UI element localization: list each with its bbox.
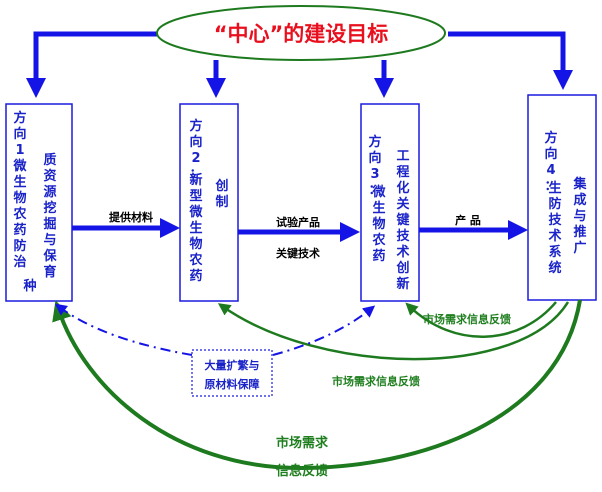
arrow-1-to-2-label: 提供材料 xyxy=(109,210,153,224)
flow-arrows: 提供材料 试验产品 关键技术 产 品 xyxy=(72,210,528,260)
support-box xyxy=(191,349,273,397)
support-label-line1: 大量扩繁与 xyxy=(205,358,260,372)
direction-1-col-a: 微生物农药防治 xyxy=(12,158,27,270)
feedback-4-to-1 xyxy=(52,299,582,471)
direction-2-col-b: 创制 xyxy=(214,178,228,210)
direction-4-col-a: 生防技术系统 xyxy=(547,180,562,276)
feedback-4-to-3-label: 市场需求信息反馈 xyxy=(423,312,511,326)
top-connectors xyxy=(26,31,573,98)
arrow-2-to-3-label-top: 试验产品 xyxy=(276,215,320,229)
direction-box-3-frame xyxy=(360,103,420,302)
center-goal: “中心”的建设目标 xyxy=(156,5,446,61)
feedback-4-to-2 xyxy=(217,301,570,361)
direction-3-col-a: 微生物农药 xyxy=(371,184,386,264)
feedback-4-to-3 xyxy=(405,301,557,338)
arrow-3-to-4-label: 产 品 xyxy=(455,213,481,227)
direction-1-tail: 种 xyxy=(22,278,36,294)
support-path: 大量扩繁与 原材料保障 xyxy=(54,303,376,397)
direction-box-4-frame xyxy=(527,94,597,301)
direction-box-1-frame xyxy=(5,103,73,302)
arrow-2-to-3-label-bottom: 关键技术 xyxy=(276,246,320,260)
direction-box-2-frame xyxy=(179,103,239,302)
center-ellipse xyxy=(156,5,446,61)
feedback-curves: 市场需求信息反馈 市场需求信息反馈 市场需求 信息反馈 xyxy=(52,299,582,479)
direction-1-col-b: 质资源挖掘与保育 xyxy=(42,152,57,280)
support-label-line2: 原材料保障 xyxy=(205,377,260,391)
connector-to-direction-1 xyxy=(26,31,158,98)
feedback-4-to-1-label-line1: 市场需求 xyxy=(276,435,329,451)
connector-to-direction-4 xyxy=(448,31,573,90)
direction-4-col-b: 集成与推广 xyxy=(572,176,587,256)
feedback-4-to-1-label-line2: 信息反馈 xyxy=(276,463,328,479)
direction-3-col-b: 工程化关键技术创新 xyxy=(395,149,410,292)
direction-2-col-a: 新型微生物农药 xyxy=(188,172,203,284)
center-title: “中心”的建设目标 xyxy=(214,22,389,46)
feedback-4-to-2-label: 市场需求信息反馈 xyxy=(332,374,420,388)
